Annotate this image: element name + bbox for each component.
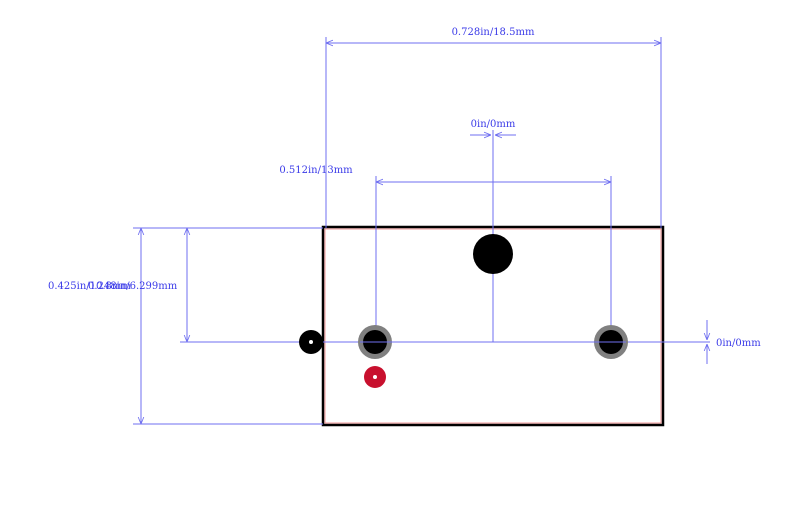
pin-row-offset-label: 0.248in/6.299mm	[88, 281, 178, 292]
overall-width-label: 0.728in/18.5mm	[452, 27, 535, 38]
overall-width-dimension	[325, 37, 662, 228]
top-offset-label: 0in/0mm	[471, 119, 516, 130]
right-offset-label: 0in/0mm	[716, 338, 761, 349]
pin-spacing-dimension	[375, 176, 612, 342]
overall-height-label: 0.425in/10.8mm	[48, 281, 131, 292]
center-lines	[133, 130, 710, 425]
pin-spacing-label: 0.512in/13mm	[279, 165, 353, 176]
pad-center-top	[473, 234, 513, 274]
pin1-marker	[364, 366, 386, 388]
mounting-hole-left	[299, 330, 323, 354]
